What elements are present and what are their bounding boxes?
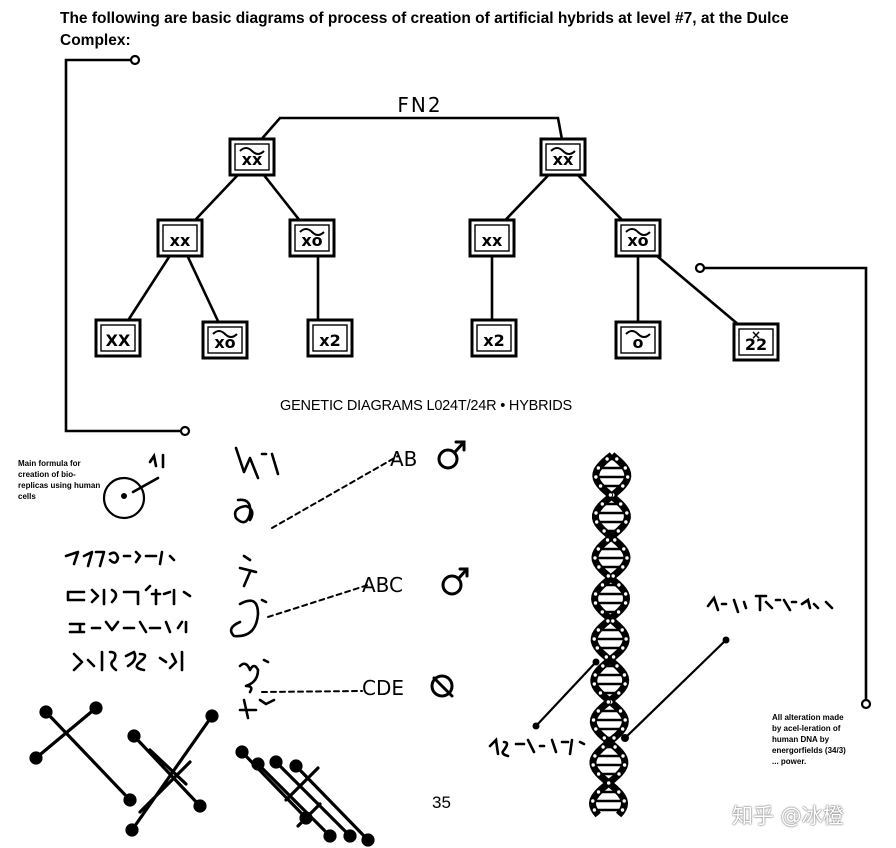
watermark: 知乎 @冰橙 <box>732 804 844 828</box>
note-dna-alteration: All alteration made by acel-leration of … <box>772 713 846 766</box>
alien-script-column <box>229 446 280 720</box>
root-label: FN2 <box>397 93 442 117</box>
tree-node-label: xo <box>301 231 322 250</box>
null-symbol-icon <box>430 674 454 698</box>
alien-script-left <box>64 550 192 672</box>
tree-node-r2a: xx <box>468 218 516 258</box>
lattice-right <box>235 745 375 847</box>
chromosome-labels: AB ABC CDE <box>362 447 417 700</box>
tree-node-r2b: xo <box>614 218 662 258</box>
bracket-endpoints <box>129 54 872 710</box>
label-ab: AB <box>390 447 417 471</box>
lattice-left <box>29 701 219 837</box>
tree-node-label: xx <box>482 231 503 250</box>
tree-node-r3b: o <box>614 320 662 360</box>
tree-node-label: xo <box>214 333 235 352</box>
tree-node-l1: xx <box>228 137 276 177</box>
tree-node-l3c: x2 <box>306 318 354 358</box>
note-main-formula: Main formula for creation of bio-replica… <box>18 459 101 501</box>
tree-node-label: XX <box>106 331 131 350</box>
tree-node-label: o <box>633 333 644 352</box>
formula-circle-icon <box>102 452 165 520</box>
alien-script-right <box>488 594 834 758</box>
tree-node-r3c: ×22 <box>732 322 780 362</box>
svg-text:×: × <box>751 328 761 342</box>
tree-node-label: xx <box>242 150 263 169</box>
tree-node-l3b: xo <box>201 320 249 360</box>
tree-node-l2a: xx <box>156 218 204 258</box>
pointer-dots <box>532 636 730 742</box>
diagram-caption: GENETIC DIAGRAMS L024T/24R • HYBRIDS <box>280 398 572 414</box>
page-number: 35 <box>432 793 451 812</box>
tree-node-label: x2 <box>483 331 504 350</box>
tree-node-label: xx <box>170 231 191 250</box>
tree-node-l3a: XX <box>94 318 142 358</box>
tree-node-label: x2 <box>319 331 340 350</box>
tree-node-l2b: xo <box>288 218 336 258</box>
tree-node-label: 22 <box>745 335 767 354</box>
tree-node-r3a: x2 <box>470 318 518 358</box>
tree-node-label: xx <box>553 150 574 169</box>
label-abc: ABC <box>362 573 403 597</box>
tree-node-r1: xx <box>539 137 587 177</box>
male-symbol-icon <box>437 440 466 470</box>
dna-helix-icon <box>588 452 632 818</box>
label-cde: CDE <box>362 676 404 700</box>
page-heading: The following are basic diagrams of proc… <box>60 10 789 49</box>
tree-node-label: xo <box>627 231 648 250</box>
male-symbol-icon <box>441 567 469 596</box>
